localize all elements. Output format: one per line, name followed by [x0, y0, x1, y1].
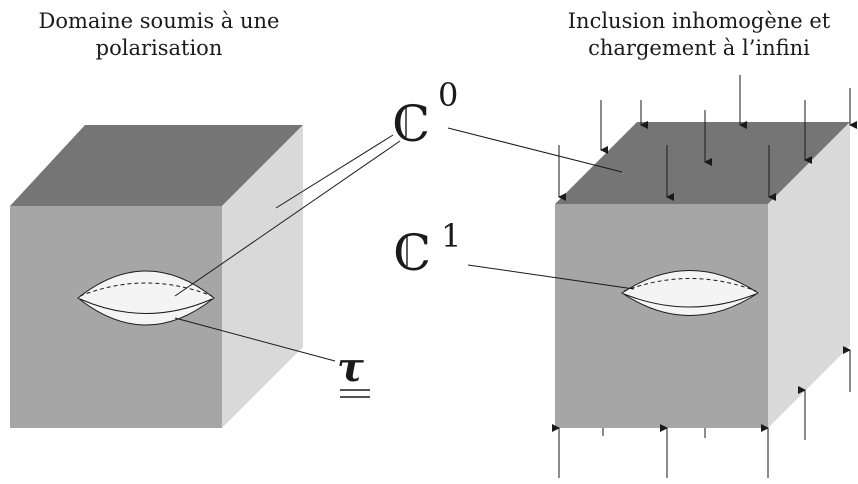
left-inclusion-solid-equator [79, 298, 213, 314]
bottom-load-arrows [552, 346, 851, 478]
c1-superscript: 1 [441, 217, 461, 255]
right-cube-side-face [768, 122, 850, 428]
c0-label: C 0 [392, 76, 458, 153]
right-caption: Inclusion inhomogène et chargement à l’i… [540, 8, 858, 62]
leader-lines [174, 127, 635, 362]
leader-c1-to-right-inclusion [467, 264, 635, 290]
leader-tau-to-left-inclusion [174, 317, 336, 362]
right-caption-line-1: Inclusion inhomogène et [567, 9, 831, 33]
leader-c0-to-left-side-face [275, 134, 394, 209]
right-caption-line-2: chargement à l’infini [588, 36, 810, 60]
c1-letter: C [393, 224, 431, 282]
top-load-arrows [558, 75, 857, 201]
left-inclusion [77, 270, 215, 326]
right-inclusion-dashed-equator [623, 278, 757, 292]
tau-label: τ [337, 344, 370, 398]
leader-c0-to-left-inclusion [174, 140, 401, 297]
left-caption-line-2: polarisation [95, 36, 223, 60]
right-cube-front-face [555, 204, 768, 428]
c0-letter: C [392, 95, 430, 153]
right-cube-top-face [555, 122, 850, 204]
left-cube [10, 125, 303, 428]
left-caption: Domaine soumis à une polarisation [0, 8, 318, 62]
left-inclusion-dashed-equator [79, 282, 213, 297]
left-cube-top-face [10, 125, 303, 206]
c0-superscript: 0 [438, 76, 458, 114]
left-caption-line-1: Domaine soumis à une [38, 9, 280, 33]
hidden-arrow-stubs [602, 428, 706, 438]
tau-symbol: τ [337, 344, 364, 391]
c1-label: C 1 [393, 217, 461, 282]
leader-c0-to-right-top-face [447, 127, 623, 173]
right-inclusion-solid-equator [623, 293, 757, 308]
left-cube-side-face [222, 125, 303, 428]
right-cube [555, 122, 850, 428]
